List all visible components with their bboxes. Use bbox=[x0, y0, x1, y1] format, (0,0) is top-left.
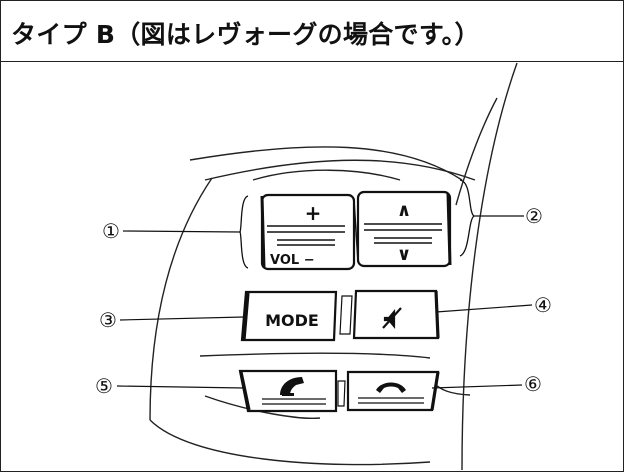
bracket-right bbox=[459, 179, 476, 257]
phone-off-hook-icon bbox=[280, 377, 304, 396]
callout-5: ⑤ bbox=[95, 374, 113, 398]
mode-mute-divider bbox=[339, 295, 353, 335]
rocker-divider bbox=[353, 199, 359, 263]
mute-button[interactable] bbox=[352, 289, 440, 340]
phone-answer-button[interactable] bbox=[238, 369, 338, 413]
figure-title: タイプ B（図はレヴォーグの場合です。） bbox=[11, 20, 480, 49]
track-up-label: ∧ bbox=[397, 200, 412, 221]
callout-2: ② bbox=[525, 204, 543, 228]
mode-button[interactable]: MODE bbox=[240, 290, 338, 342]
mode-label: MODE bbox=[265, 311, 319, 330]
volume-down-label: VOL − bbox=[270, 253, 315, 268]
phone-hangup-button[interactable] bbox=[346, 370, 440, 412]
phone-on-hook-icon bbox=[376, 382, 406, 393]
callout-4: ④ bbox=[534, 293, 552, 317]
volume-up-label: + bbox=[305, 201, 322, 225]
track-down-label: ∨ bbox=[397, 244, 412, 265]
title-bar: タイプ B（図はレヴォーグの場合です。） bbox=[1, 1, 623, 62]
callout-6: ⑥ bbox=[524, 372, 542, 396]
leader-lines bbox=[116, 215, 533, 389]
volume-rocker[interactable]: + VOL − bbox=[260, 193, 356, 271]
callout-3: ③ bbox=[99, 308, 117, 332]
track-rocker[interactable]: ∧ ∨ bbox=[356, 190, 452, 268]
mute-icon bbox=[382, 307, 402, 330]
callout-1: ① bbox=[102, 219, 120, 243]
bracket-left bbox=[239, 195, 249, 269]
phone-divider bbox=[337, 380, 346, 407]
steering-wheel-switch-diagram: + VOL − ∧ ∨ MODE bbox=[95, 62, 552, 470]
steering-wheel-outline bbox=[149, 62, 518, 470]
